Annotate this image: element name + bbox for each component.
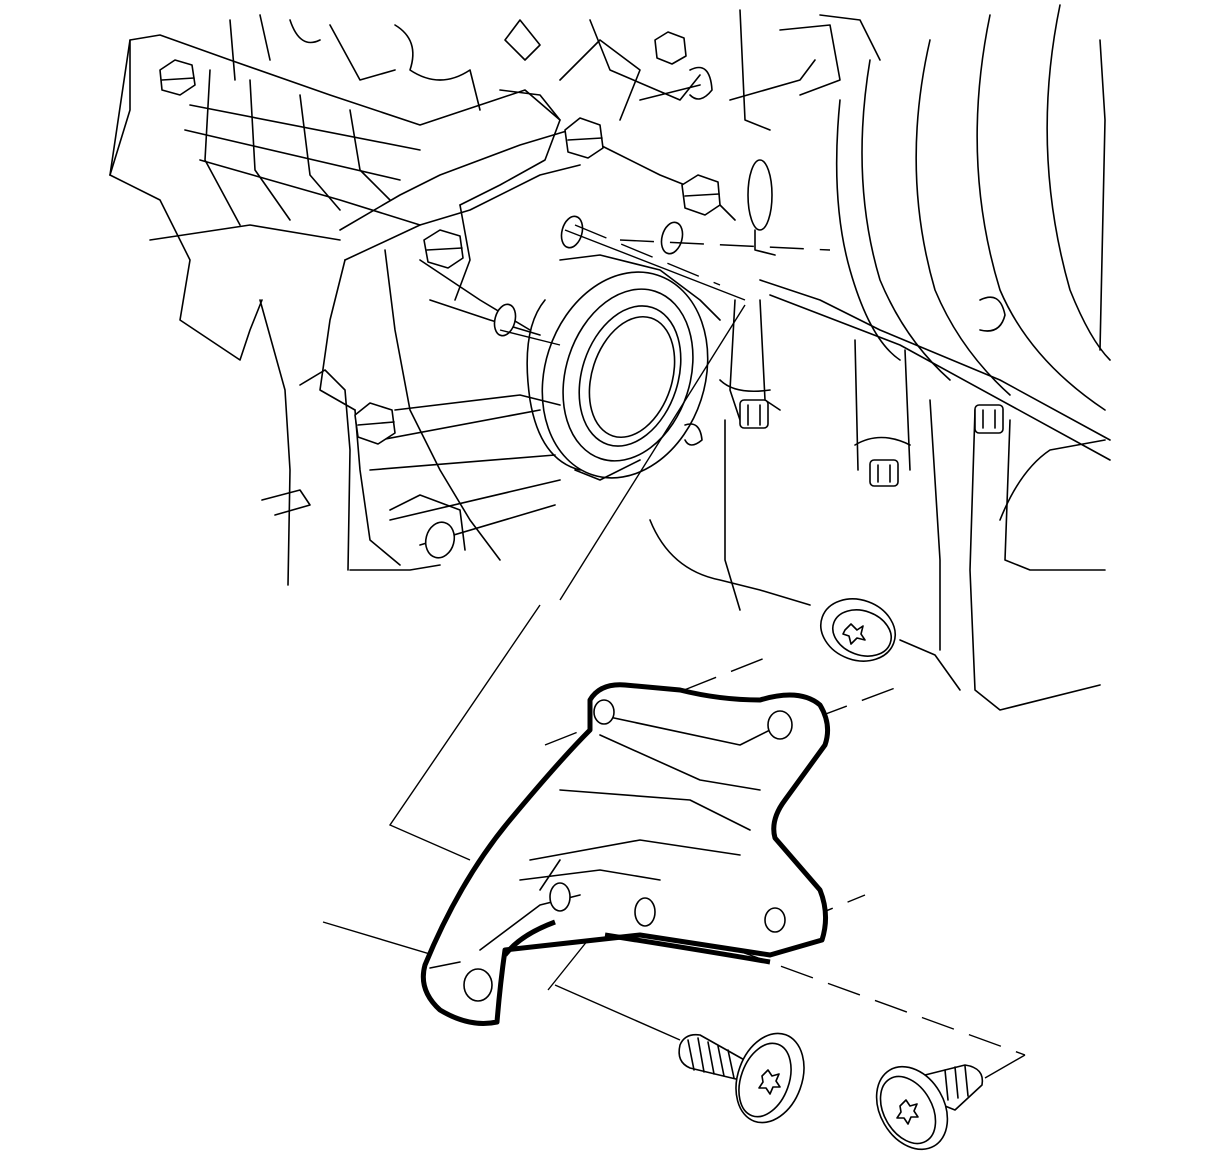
case-bolt-2: [564, 117, 604, 159]
drain-plug: [820, 598, 896, 662]
torx-bolt-1: [678, 1032, 805, 1124]
case-bolt-6: [654, 31, 687, 65]
output-shaft-seal-opening: [526, 254, 721, 481]
case-bolt-3: [681, 174, 721, 216]
case-bolt-1: [159, 59, 196, 96]
transmission-case: [109, 4, 1111, 711]
case-bolt-4: [423, 229, 464, 269]
case-bolt-7: [739, 399, 769, 429]
case-bolt-8: [869, 459, 899, 487]
torx-bolt-2: [875, 1064, 984, 1151]
support-bracket: [420, 682, 831, 1026]
case-bolt-5: [354, 402, 396, 445]
case-bolt-9: [974, 404, 1004, 434]
